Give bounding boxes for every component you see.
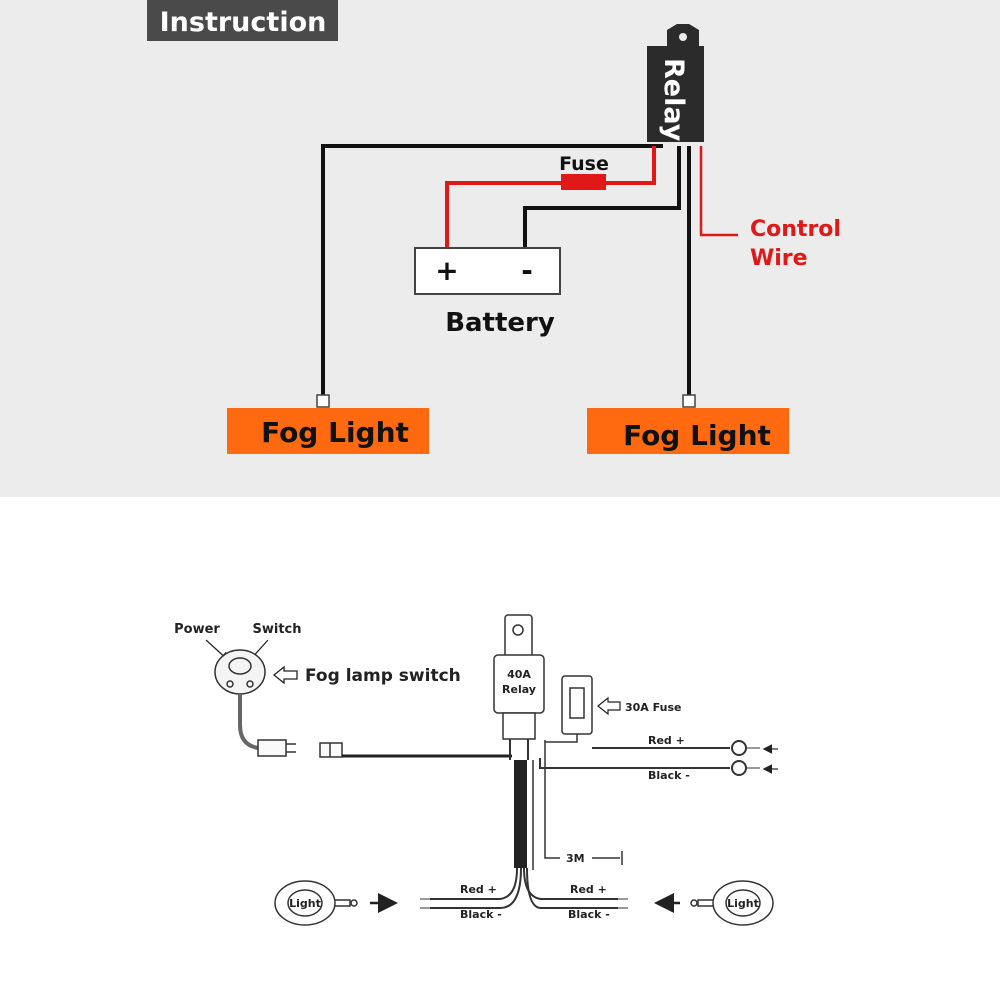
instruction-title: Instruction	[160, 7, 327, 38]
light-right	[690, 880, 774, 926]
control-wire-label-line2: Wire	[750, 246, 808, 271]
length-label: 3M	[566, 852, 585, 865]
fuse-block	[561, 174, 606, 190]
fuse-30a-label: 30A Fuse	[625, 701, 681, 714]
wire-battery-positive	[445, 146, 656, 248]
relay-top: Relay	[647, 24, 704, 142]
red-plus-left-label: Red +	[460, 883, 497, 896]
red-plus-battery-label: Red +	[648, 734, 685, 747]
connector-right	[682, 394, 696, 408]
fog-lamp-switch	[214, 649, 343, 758]
red-plus-right-label: Red +	[570, 883, 607, 896]
battery: + -	[414, 247, 561, 295]
fog-lamp-switch-label: Fog lamp switch	[305, 666, 461, 686]
fog-light-right-box	[587, 408, 789, 454]
relay-label: Relay	[658, 58, 689, 142]
light-left	[274, 880, 358, 926]
wire-left-foglight	[321, 144, 663, 395]
length-marker	[544, 740, 623, 865]
switch-arrow-icon	[272, 665, 298, 685]
fuse-arrow-icon	[597, 696, 621, 716]
black-minus-right-label: Black -	[568, 908, 610, 921]
wire-battery-negative	[523, 146, 681, 248]
instruction-badge: Instruction	[147, 0, 338, 41]
light-left-label: Light	[289, 897, 321, 910]
battery-plus: +	[435, 254, 458, 287]
power-label: Power	[174, 622, 220, 637]
control-wire-label-line1: Control	[750, 217, 841, 242]
battery-minus: -	[521, 254, 533, 287]
top-wires	[321, 144, 738, 395]
light-harness	[420, 867, 628, 909]
fog-light-right-label: Fog Light	[623, 419, 771, 452]
connector-left	[316, 394, 330, 408]
relay-40a	[493, 614, 545, 760]
wire-control	[699, 146, 738, 237]
light-right-label: Light	[727, 897, 759, 910]
fog-light-left-label: Fog Light	[261, 416, 409, 449]
fuse-holder-30a	[545, 675, 593, 743]
black-minus-left-label: Black -	[460, 908, 502, 921]
battery-leads	[539, 740, 760, 776]
main-harness	[514, 760, 527, 868]
fuse-label: Fuse	[559, 153, 609, 175]
fog-light-left-box	[227, 408, 429, 454]
battery-label: Battery	[445, 308, 555, 338]
black-minus-battery-label: Black -	[648, 769, 690, 782]
relay-40a-line1: 40A	[507, 668, 531, 681]
switch-label: Switch	[252, 622, 301, 637]
relay-40a-line2: Relay	[502, 683, 536, 696]
